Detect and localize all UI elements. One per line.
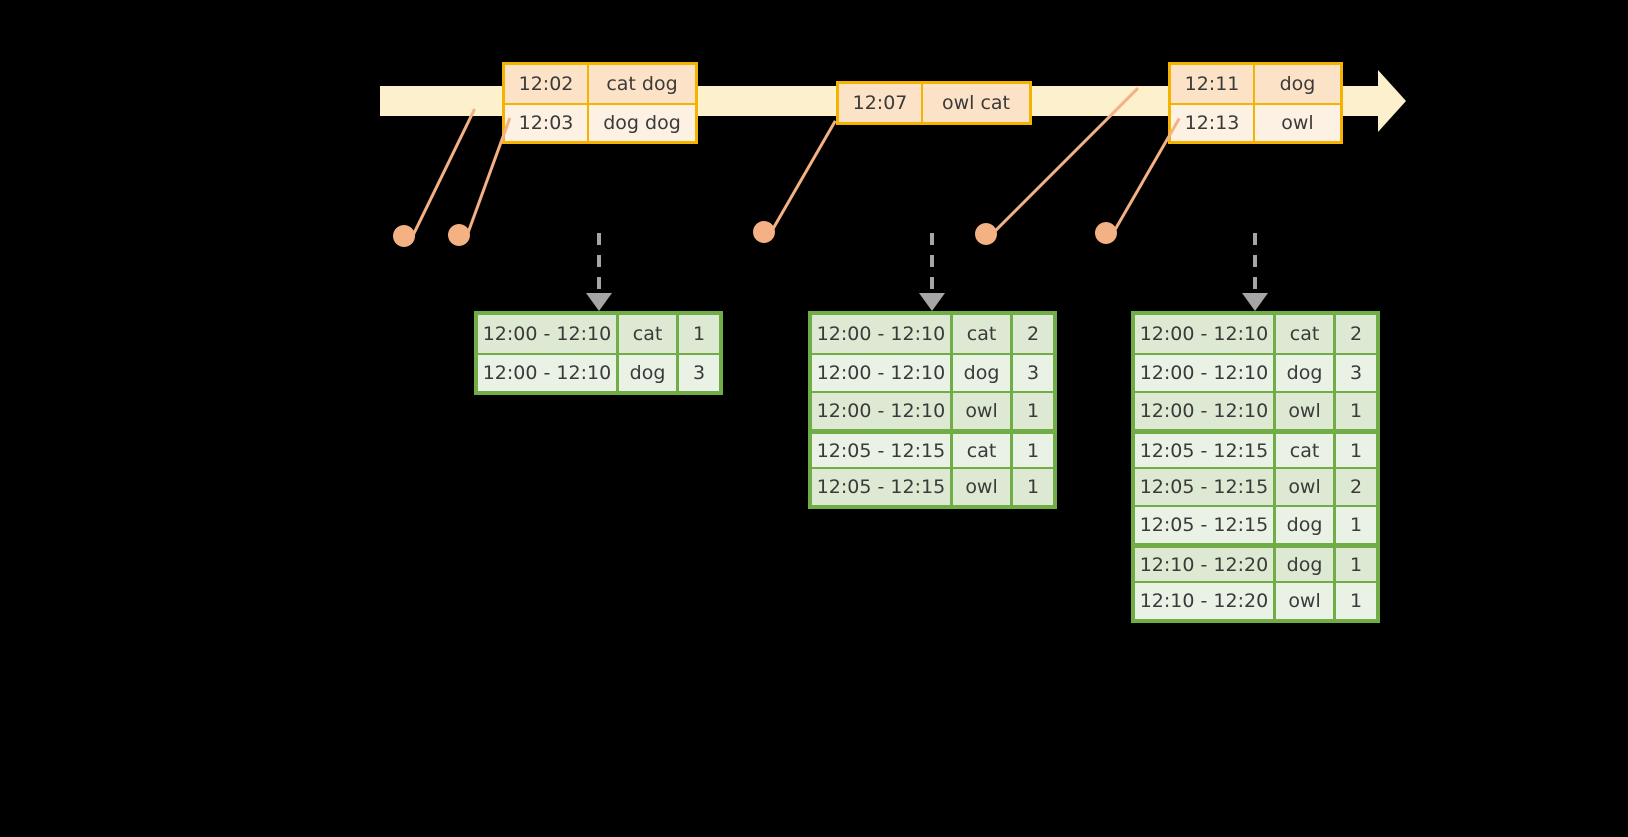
cell-count: 1 bbox=[1350, 590, 1363, 612]
event-time: 12:03 bbox=[505, 105, 589, 141]
cell-word: cat bbox=[1276, 315, 1337, 353]
cell-window: 12:05 - 12:15 bbox=[1135, 469, 1276, 505]
event-time: 12:11 bbox=[1171, 65, 1255, 103]
cell-window: 12:00 - 12:10 bbox=[1135, 355, 1276, 391]
cell-window: 12:05 - 12:15 bbox=[812, 434, 953, 467]
cell-word: owl bbox=[1276, 393, 1337, 429]
cell-count: 1 bbox=[1027, 439, 1040, 462]
event-group-3: 12:11 dog 12:13 owl bbox=[1168, 62, 1343, 144]
event-value: owl bbox=[1281, 112, 1314, 134]
cell-count: 1 bbox=[1027, 476, 1040, 498]
cell-count: 1 bbox=[1350, 514, 1363, 536]
cell-window: 12:00 - 12:10 bbox=[812, 315, 953, 353]
leader-line-12-07 bbox=[770, 120, 837, 233]
cell-count: 3 bbox=[1350, 362, 1363, 384]
cell-word: owl bbox=[953, 469, 1014, 505]
flow-arrow-3-shaft bbox=[1253, 233, 1257, 295]
flow-arrow-2-shaft bbox=[930, 233, 934, 295]
table-row: 12:05 - 12:15 cat 1 bbox=[1135, 429, 1376, 467]
event-row: 12:07 owl cat bbox=[839, 84, 1029, 122]
table-row: 12:05 - 12:15 owl 2 bbox=[1135, 467, 1376, 505]
cell-window: 12:05 - 12:15 bbox=[1135, 434, 1276, 467]
dot-event-12-03 bbox=[448, 224, 470, 246]
flow-arrow-2-head-icon bbox=[919, 293, 945, 311]
cell-word: owl bbox=[1276, 583, 1337, 619]
cell-window: 12:00 - 12:10 bbox=[812, 355, 953, 391]
event-row: 12:13 owl bbox=[1171, 103, 1340, 141]
cell-window: 12:05 - 12:15 bbox=[1135, 507, 1276, 543]
cell-window: 12:00 - 12:10 bbox=[478, 315, 619, 353]
cell-count: 1 bbox=[693, 323, 706, 345]
table-row: 12:00 - 12:10 owl 1 bbox=[1135, 391, 1376, 429]
event-row: 12:02 cat dog bbox=[505, 65, 695, 103]
table-row: 12:05 - 12:15 cat 1 bbox=[812, 429, 1053, 467]
flow-arrow-1-shaft bbox=[597, 233, 601, 295]
table-row: 12:10 - 12:20 owl 1 bbox=[1135, 581, 1376, 619]
cell-word: owl bbox=[1276, 469, 1337, 505]
table-row: 12:00 - 12:10 cat 1 bbox=[478, 315, 719, 353]
table-row: 12:00 - 12:10 dog 3 bbox=[478, 353, 719, 391]
timeline-arrow-head-icon bbox=[1378, 70, 1406, 132]
cell-count: 1 bbox=[1350, 439, 1363, 462]
flow-arrow-3-head-icon bbox=[1242, 293, 1268, 311]
dot-event-12-07 bbox=[753, 221, 775, 243]
cell-window: 12:05 - 12:15 bbox=[812, 469, 953, 505]
cell-word: cat bbox=[953, 315, 1014, 353]
table-row: 12:05 - 12:15 dog 1 bbox=[1135, 505, 1376, 543]
cell-word: dog bbox=[1276, 355, 1337, 391]
event-row: 12:11 dog bbox=[1171, 65, 1340, 103]
result-table-1: 12:00 - 12:10 cat 1 12:00 - 12:10 dog 3 bbox=[474, 311, 723, 395]
table-row: 12:00 - 12:10 dog 3 bbox=[1135, 353, 1376, 391]
cell-count: 3 bbox=[693, 362, 706, 384]
cell-window: 12:10 - 12:20 bbox=[1135, 548, 1276, 581]
event-value: owl cat bbox=[941, 92, 1011, 114]
event-group-1: 12:02 cat dog 12:03 dog dog bbox=[502, 62, 698, 144]
table-row: 12:00 - 12:10 cat 2 bbox=[1135, 315, 1376, 353]
event-value: cat dog bbox=[606, 73, 678, 95]
cell-word: cat bbox=[1276, 434, 1337, 467]
cell-window: 12:10 - 12:20 bbox=[1135, 583, 1276, 619]
cell-count: 3 bbox=[1027, 362, 1040, 384]
event-time: 12:13 bbox=[1171, 105, 1255, 141]
cell-window: 12:00 - 12:10 bbox=[812, 393, 953, 429]
table-row: 12:00 - 12:10 dog 3 bbox=[812, 353, 1053, 391]
cell-window: 12:00 - 12:10 bbox=[478, 355, 619, 391]
result-table-2: 12:00 - 12:10 cat 2 12:00 - 12:10 dog 3 … bbox=[808, 311, 1057, 509]
event-value: dog dog bbox=[603, 112, 681, 134]
cell-word: dog bbox=[619, 355, 680, 391]
event-group-2: 12:07 owl cat bbox=[836, 81, 1032, 125]
cell-count: 2 bbox=[1350, 323, 1363, 345]
cell-word: dog bbox=[953, 355, 1014, 391]
cell-word: dog bbox=[1276, 548, 1337, 581]
table-row: 12:10 - 12:20 dog 1 bbox=[1135, 543, 1376, 581]
cell-word: owl bbox=[953, 393, 1014, 429]
leader-line-12-02 bbox=[411, 108, 476, 238]
event-value: dog bbox=[1279, 73, 1316, 95]
leader-line-12-13 bbox=[1112, 117, 1181, 234]
cell-window: 12:00 - 12:10 bbox=[1135, 315, 1276, 353]
table-row: 12:00 - 12:10 cat 2 bbox=[812, 315, 1053, 353]
cell-count: 1 bbox=[1027, 400, 1040, 422]
cell-count: 1 bbox=[1350, 400, 1363, 422]
cell-count: 1 bbox=[1350, 553, 1363, 576]
flow-arrow-1-head-icon bbox=[586, 293, 612, 311]
event-row: 12:03 dog dog bbox=[505, 103, 695, 141]
dot-event-12-02 bbox=[393, 225, 415, 247]
cell-word: cat bbox=[619, 315, 680, 353]
dot-event-12-13 bbox=[1095, 222, 1117, 244]
cell-word: cat bbox=[953, 434, 1014, 467]
leader-line-12-03 bbox=[466, 117, 512, 236]
dot-event-12-11 bbox=[975, 223, 997, 245]
event-time: 12:07 bbox=[839, 84, 923, 122]
cell-count: 2 bbox=[1027, 323, 1040, 345]
cell-window: 12:00 - 12:10 bbox=[1135, 393, 1276, 429]
table-row: 12:05 - 12:15 owl 1 bbox=[812, 467, 1053, 505]
event-time: 12:02 bbox=[505, 65, 589, 103]
table-row: 12:00 - 12:10 owl 1 bbox=[812, 391, 1053, 429]
cell-count: 2 bbox=[1350, 476, 1363, 498]
cell-word: dog bbox=[1276, 507, 1337, 543]
result-table-3: 12:00 - 12:10 cat 2 12:00 - 12:10 dog 3 … bbox=[1131, 311, 1380, 623]
